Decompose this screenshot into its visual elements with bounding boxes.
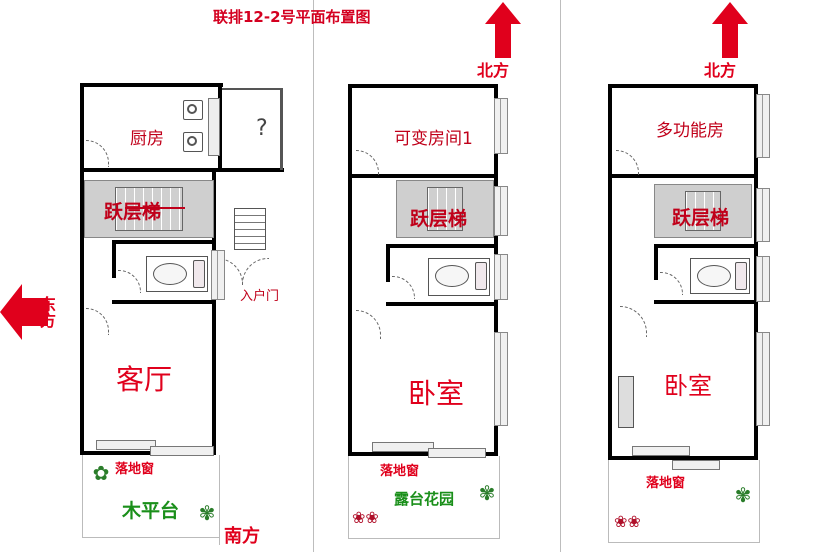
- entrance-label: 入户门: [240, 289, 280, 304]
- unknown-mark: ?: [256, 116, 268, 141]
- floor-window-label: 落地窗: [380, 464, 420, 479]
- stairs: [396, 180, 494, 238]
- kitchen-door: [86, 140, 109, 167]
- arrow-up-icon: [485, 2, 521, 58]
- plan-divider-1: [313, 0, 314, 552]
- arrow-up-icon: [712, 2, 748, 58]
- flower-icon: ❀❀: [352, 508, 379, 527]
- flower-icon: ❀❀: [614, 512, 641, 531]
- plant-icon: ✿: [92, 461, 110, 485]
- stove-icon: [183, 132, 203, 152]
- north-label: 北方: [704, 61, 737, 80]
- stairs-label: 跃层梯: [410, 208, 468, 230]
- south-label: 南方: [224, 526, 260, 547]
- flex-room-label: 可变房间1: [394, 129, 473, 149]
- plan-divider-2: [560, 0, 561, 552]
- plant-icon: ✾: [478, 481, 496, 505]
- plant-icon: ✾: [198, 501, 216, 525]
- multi-room-label: 多功能房: [656, 121, 724, 141]
- bedroom-label: 卧室: [664, 372, 712, 400]
- floor-window: [96, 440, 156, 450]
- tv-cabinet: [618, 376, 634, 428]
- floor-window: [632, 446, 690, 456]
- floor-window-label: 落地窗: [646, 476, 686, 491]
- terrace-label: 木平台: [122, 500, 180, 522]
- stairs-label: 跃层梯: [104, 201, 162, 223]
- kitchen-label: 厨房: [130, 129, 164, 149]
- floor-window-label: 落地窗: [115, 462, 155, 477]
- stairs: [84, 180, 214, 238]
- entrance-steps: [234, 208, 266, 250]
- stairs: [654, 184, 752, 238]
- toilet-icon: [146, 256, 208, 292]
- bedroom-label: 卧室: [408, 377, 465, 410]
- toilet-icon: [690, 258, 750, 294]
- drawing-title: 联排12-2号平面布置图: [213, 8, 371, 26]
- living-door: [86, 308, 109, 335]
- plant-icon: ✾: [734, 483, 752, 507]
- north-label: 北方: [477, 61, 510, 80]
- toilet-icon: [428, 258, 490, 296]
- stairs-label: 跃层梯: [672, 207, 730, 229]
- arrow-left-icon: [0, 284, 48, 340]
- east-label: 东方: [37, 296, 56, 328]
- garden-label: 露台花园: [394, 490, 455, 508]
- stove-icon: [183, 100, 203, 120]
- floor-window: [372, 442, 434, 452]
- living-room-label: 客厅: [116, 363, 173, 396]
